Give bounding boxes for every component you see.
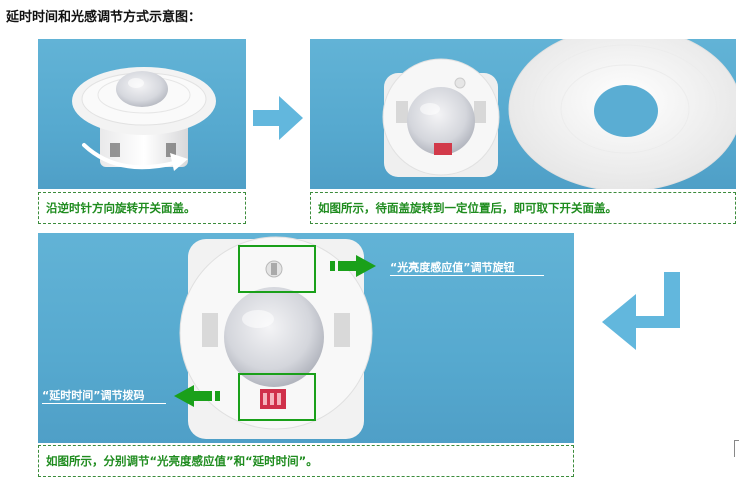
- photo-rotate-cover: [38, 39, 246, 189]
- caption-step-2-text: 如图所示，待面盖旋转到一定位置后，即可取下开关面盖。: [318, 201, 617, 215]
- knob-highlight-box: [238, 245, 316, 293]
- curved-arrow-icon: [82, 143, 188, 171]
- knob-label: “光亮度感应值”调节旋钮: [390, 261, 515, 274]
- caption-step-3: 如图所示，分别调节“光亮度感应值”和“延时时间”。: [38, 445, 574, 477]
- page-title: 延时时间和光感调节方式示意图：: [6, 10, 202, 25]
- arrow-icon: [174, 385, 220, 407]
- knob-label-underline: [390, 275, 544, 276]
- sensor-image-adjust: [179, 236, 373, 439]
- caption-step-2: 如图所示，待面盖旋转到一定位置后，即可取下开关面盖。: [310, 192, 736, 224]
- dip-highlight-box: [238, 373, 316, 421]
- dip-label: “延时时间”调节拨码: [42, 389, 145, 402]
- caption-step-1-text: 沿逆时针方向旋转开关面盖。: [46, 201, 196, 215]
- sensor-image-open: [382, 39, 736, 189]
- photo-adjustment: “光亮度感应值”调节旋钮 “延时时间”调节拨码: [38, 233, 574, 443]
- arrow-right-icon: [253, 96, 303, 140]
- sensor-image-rotate: [72, 67, 216, 167]
- caption-step-1: 沿逆时针方向旋转开关面盖。: [38, 192, 246, 224]
- photo-cover-removed: [310, 39, 736, 189]
- arrow-turn-left-icon: [602, 272, 680, 350]
- dip-label-underline: [42, 403, 166, 404]
- arrow-icon: [330, 255, 376, 277]
- caption-step-3-text: 如图所示，分别调节“光亮度感应值”和“延时时间”。: [46, 454, 318, 468]
- corner-mark: [734, 440, 739, 457]
